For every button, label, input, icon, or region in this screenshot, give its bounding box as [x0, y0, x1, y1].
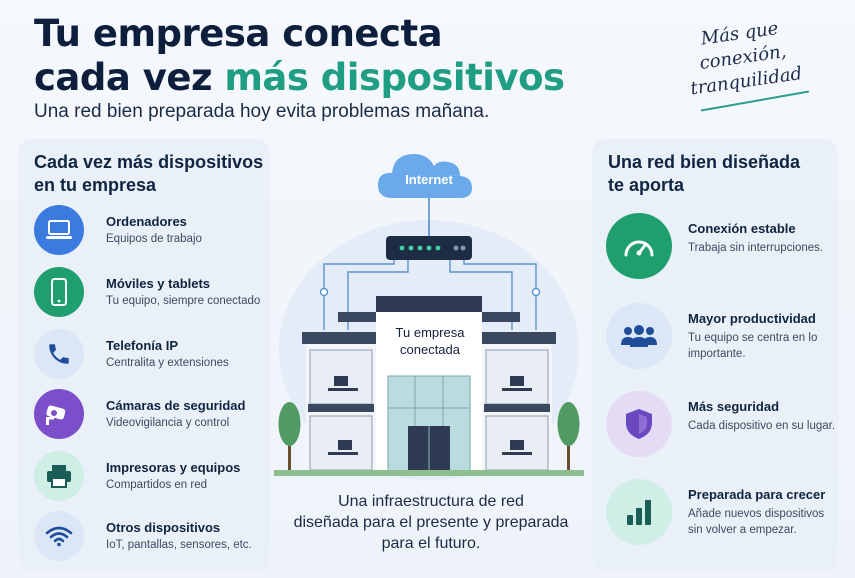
- benefit-item-desc: Tu equipo se centra en lo importante.: [688, 332, 818, 360]
- growth-chart-icon: [606, 479, 672, 545]
- team-icon: [606, 303, 672, 369]
- benefit-item-desc: Añade nuevos dispositivos sin volver a e…: [688, 508, 825, 536]
- benefit-item-title: Preparada para crecer: [688, 487, 826, 502]
- main-title: Tu empresa conecta cada vez más disposit…: [34, 12, 565, 100]
- building-label-line-2: conectada: [400, 342, 460, 357]
- cloud-icon: [378, 154, 472, 198]
- devices-panel-title: Cada vez más dispositivos en tu empresa: [34, 151, 263, 197]
- center-caption-line-3: para el futuro.: [381, 535, 481, 552]
- devices-panel-title-line-2: en tu empresa: [34, 175, 157, 195]
- device-item-title: Impresoras y equipos: [106, 460, 241, 475]
- device-item-title: Telefonía IP: [106, 338, 178, 353]
- title-line-2-accent: más dispositivos: [224, 56, 565, 99]
- phone-icon: [34, 329, 84, 379]
- benefit-item-title: Conexión estable: [688, 221, 796, 236]
- camera-icon: [34, 389, 84, 439]
- title-line-2: cada vez más dispositivos: [34, 56, 565, 100]
- benefits-panel-title-line-1: Una red bien diseñada: [608, 152, 801, 172]
- title-line-2-prefix: cada vez: [34, 56, 225, 99]
- network-building-illustration: [274, 154, 584, 480]
- tree-left: [278, 402, 301, 470]
- title-line-1: Tu empresa conecta: [34, 12, 443, 55]
- subtitle: Una red bien preparada hoy evita problem…: [34, 101, 490, 122]
- device-item-desc: Videovigilancia y control: [106, 417, 230, 429]
- device-item-title: Móviles y tablets: [106, 276, 211, 291]
- benefits-panel-title-line-2: te aporta: [608, 175, 685, 195]
- benefit-item-title: Mayor productividad: [688, 311, 816, 326]
- benefit-item-desc: Cada dispositivo en su lugar.: [688, 420, 836, 432]
- center-caption: Una infraestructura de red diseñada para…: [286, 491, 576, 554]
- device-item-desc: Equipos de trabajo: [106, 233, 202, 245]
- laptop-icon: [34, 205, 84, 255]
- benefit-item-title: Más seguridad: [688, 399, 780, 414]
- office-building: [274, 296, 584, 476]
- device-item-desc: IoT, pantallas, sensores, etc.: [106, 539, 252, 551]
- devices-panel-title-line-1: Cada vez más dispositivos: [34, 152, 264, 172]
- devices-panel: Cada vez más dispositivos en tu empresa …: [18, 139, 270, 571]
- benefits-panel: Una red bien diseñada te aporta Conexión…: [592, 139, 838, 571]
- wifi-icon: [34, 511, 84, 561]
- printer-icon: [34, 451, 84, 501]
- building-label: Tu empresa conectada: [378, 324, 482, 358]
- shield-icon: [606, 391, 672, 457]
- device-item-title: Otros dispositivos: [106, 520, 221, 535]
- center-caption-line-2: diseñada para el presente y preparada: [293, 514, 569, 531]
- handwritten-tagline: Más que conexión, tranquilidad: [664, 12, 823, 104]
- device-item-desc: Centralita y extensiones: [106, 357, 229, 369]
- device-item-desc: Tu equipo, siempre conectado: [106, 295, 261, 307]
- speedometer-icon: [606, 213, 672, 279]
- device-item-title: Ordenadores: [106, 214, 187, 229]
- benefits-panel-title: Una red bien diseñada te aporta: [608, 151, 800, 197]
- internet-cloud-label: Internet: [405, 172, 453, 187]
- benefit-item-desc: Trabaja sin interrupciones.: [688, 242, 824, 254]
- router-icon: [386, 236, 472, 260]
- tree-right: [557, 402, 580, 470]
- building-label-line-1: Tu empresa: [395, 325, 465, 340]
- device-item-desc: Compartidos en red: [106, 479, 207, 491]
- center-caption-line-1: Una infraestructura de red: [338, 493, 524, 510]
- smartphone-icon: [34, 267, 84, 317]
- device-item-title: Cámaras de seguridad: [106, 398, 246, 413]
